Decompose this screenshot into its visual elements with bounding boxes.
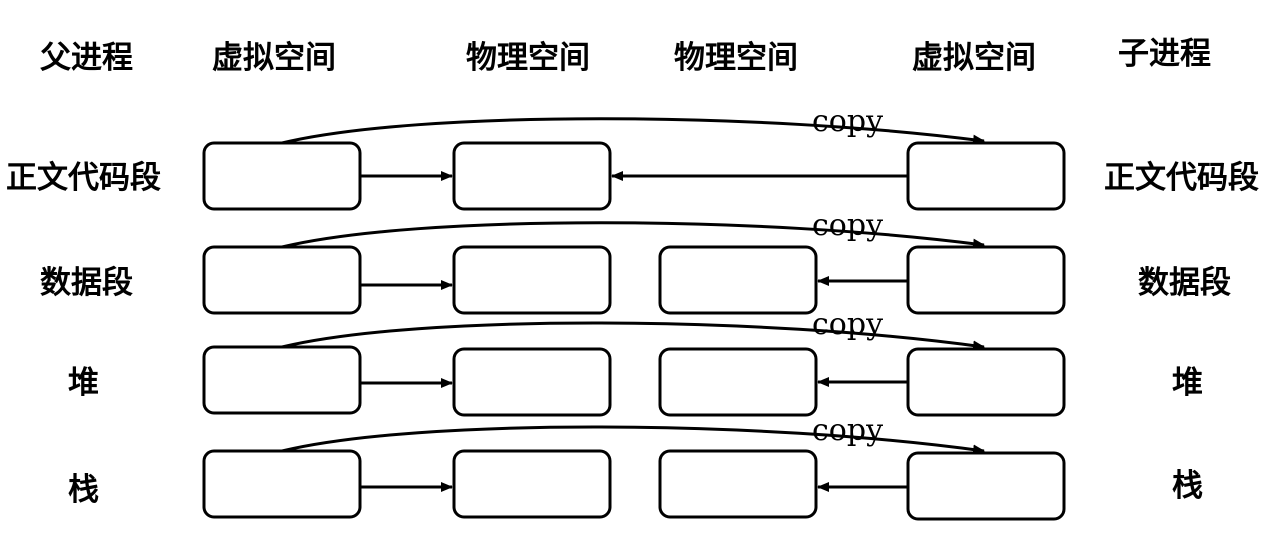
shared-physical-box — [452, 141, 612, 211]
segment-label-left: 堆 — [68, 365, 99, 401]
segment-row-heap: copy 堆 堆 — [68, 307, 1203, 417]
copy-label: copy — [812, 307, 883, 342]
segment-row-text: copy 正文代码段 正文代码段 — [6, 104, 1259, 211]
parent-virtual-box — [202, 245, 362, 315]
copy-arrow — [281, 321, 985, 351]
parent-virtual-box — [202, 449, 362, 519]
parent-virtual-box — [202, 345, 362, 415]
parent-physical-box — [452, 449, 612, 519]
parent-virtual-box — [202, 141, 362, 211]
segment-label-right: 堆 — [1172, 365, 1203, 401]
copy-arrow — [281, 425, 985, 455]
segment-label-left: 正文代码段 — [6, 160, 161, 196]
child-physical-box — [658, 245, 818, 315]
header-child-process: 子进程 — [1118, 36, 1211, 72]
header-physical-space-2: 物理空间 — [674, 40, 798, 76]
segment-label-right: 栈 — [1172, 468, 1203, 504]
segment-row-data: copy 数据段 数据段 — [40, 208, 1231, 315]
header-parent-process: 父进程 — [40, 40, 133, 76]
child-physical-box — [658, 347, 818, 417]
segment-label-left: 栈 — [68, 472, 99, 508]
child-virtual-box — [906, 245, 1066, 315]
segment-row-stack: copy 栈 栈 — [68, 413, 1203, 521]
segment-label-left: 数据段 — [40, 265, 133, 301]
child-virtual-box — [906, 141, 1066, 211]
copy-label: copy — [812, 208, 883, 243]
copy-label: copy — [812, 413, 883, 448]
header-child-virtual-space: 虚拟空间 — [912, 40, 1036, 76]
parent-physical-box — [452, 347, 612, 417]
segment-label-right: 正文代码段 — [1104, 160, 1259, 196]
child-virtual-box — [906, 451, 1066, 521]
copy-label: copy — [812, 104, 883, 139]
segment-label-right: 数据段 — [1138, 265, 1231, 301]
copy-arrow — [281, 117, 985, 145]
header-parent-virtual-space: 虚拟空间 — [212, 40, 336, 76]
parent-physical-box — [452, 245, 612, 315]
child-physical-box — [658, 449, 818, 519]
copy-arrow — [281, 221, 985, 249]
header-physical-space-1: 物理空间 — [466, 40, 590, 76]
child-virtual-box — [906, 347, 1066, 417]
